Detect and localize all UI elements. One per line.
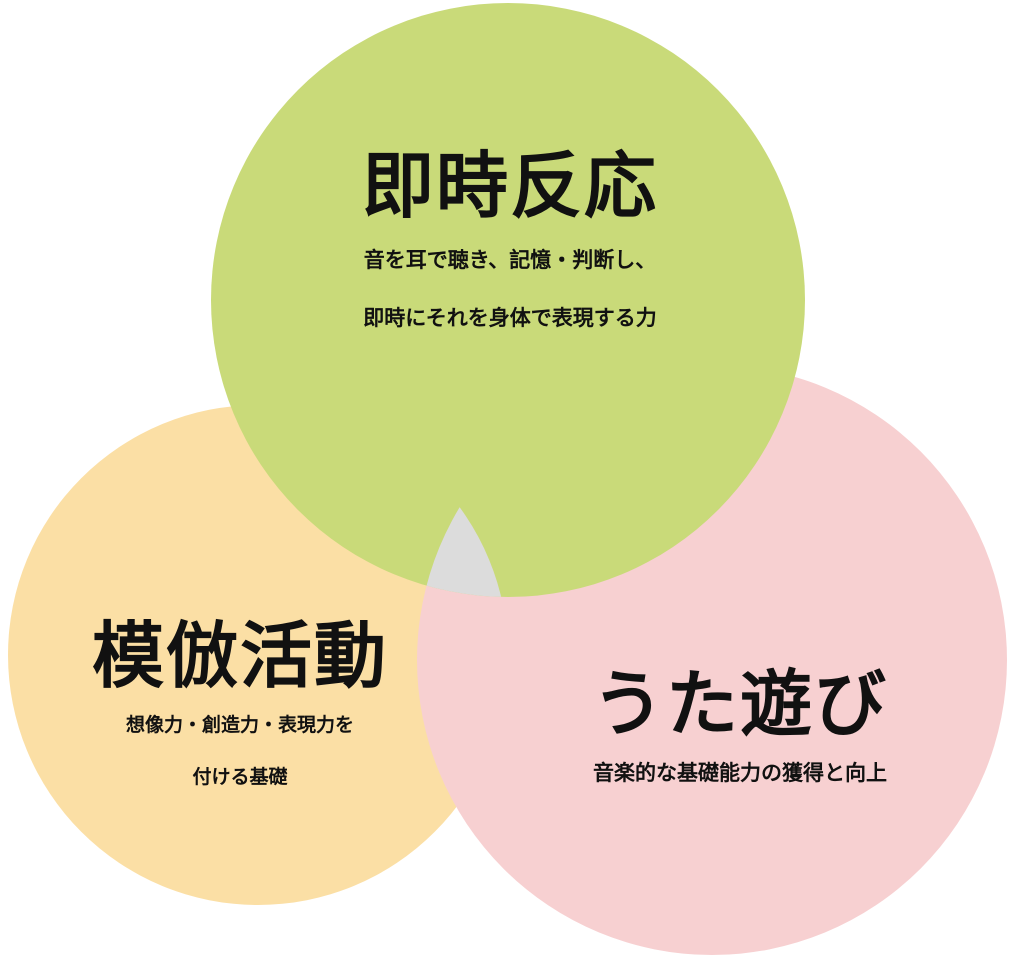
song-play-title: うた遊び xyxy=(591,662,888,746)
imitation-activity-title: 模倣活動 xyxy=(91,614,388,698)
immediate-response-desc-line2: 即時にそれを身体で表現する力 xyxy=(363,306,657,330)
imitation-activity-desc-line1: 想像力・創造力・表現力を xyxy=(125,714,354,736)
song-play-desc-line1: 音楽的な基礎能力の獲得と向上 xyxy=(593,761,887,785)
song-play-label: うた遊び 音楽的な基礎能力の獲得と向上 xyxy=(520,668,960,792)
imitation-activity-desc-line2: 付ける基礎 xyxy=(192,766,288,788)
immediate-response-title: 即時反応 xyxy=(361,144,658,228)
imitation-activity-label: 模倣活動 想像力・創造力・表現力を 付ける基礎 xyxy=(40,620,440,796)
immediate-response-label: 即時反応 音を耳で聴き、記憶・判断し、 即時にそれを身体で表現する力 xyxy=(310,150,710,338)
circle-immediate-response xyxy=(211,3,805,597)
immediate-response-desc-line1: 音を耳で聴き、記憶・判断し、 xyxy=(363,248,657,272)
